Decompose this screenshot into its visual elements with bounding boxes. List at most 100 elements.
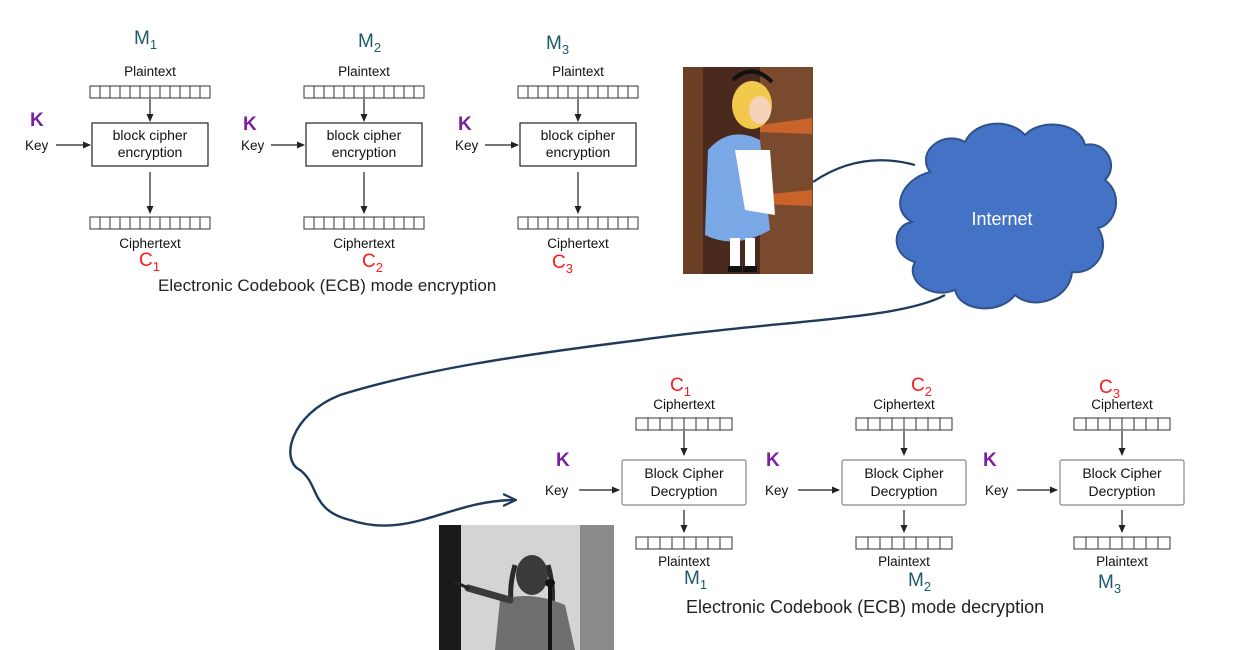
bit-cell	[1073, 536, 1087, 550]
bit-cell	[659, 536, 673, 550]
box-line-2: Decryption	[651, 483, 718, 499]
key-label: Key	[455, 138, 479, 153]
box-line-1: block cipher	[327, 127, 402, 143]
message-label: M1	[684, 568, 707, 592]
bit-cell	[695, 536, 709, 550]
key-symbol: K	[243, 114, 257, 135]
bit-cell	[1157, 417, 1171, 431]
bit-cell	[527, 216, 539, 230]
bit-cell	[517, 85, 529, 99]
bit-cell	[659, 417, 673, 431]
bit-cell	[353, 216, 365, 230]
bit-cell	[607, 216, 619, 230]
box-line-2: encryption	[118, 144, 183, 160]
bit-cell	[927, 536, 941, 550]
bit-cell	[119, 216, 131, 230]
bit-cell	[149, 85, 161, 99]
bit-cell	[879, 536, 893, 550]
cipher-label: C2	[911, 375, 932, 399]
ciphertext-bit-block	[517, 216, 639, 230]
bit-cell	[867, 417, 881, 431]
bit-cell	[363, 216, 375, 230]
bit-cell	[647, 417, 661, 431]
bit-cell	[343, 216, 355, 230]
plaintext-bit-block	[303, 85, 425, 99]
bit-cell	[159, 216, 171, 230]
key-label: Key	[545, 483, 569, 498]
bit-cell	[567, 85, 579, 99]
bit-cell	[179, 216, 191, 230]
plaintext-label: Plaintext	[658, 554, 710, 569]
bit-cell	[635, 417, 649, 431]
block-cipher-encryption-box	[519, 122, 637, 167]
bit-cell	[109, 216, 121, 230]
bit-cell	[303, 216, 315, 230]
box-line-1: Block Cipher	[1082, 465, 1162, 481]
box-line-1: Block Cipher	[644, 465, 724, 481]
bit-cell	[179, 85, 191, 99]
bit-cell	[1121, 417, 1135, 431]
bit-cell	[373, 85, 385, 99]
cipher-label: C3	[1099, 377, 1120, 401]
block-cipher-decryption-box	[841, 459, 967, 506]
box-line-2: Decryption	[871, 483, 938, 499]
bit-cell	[607, 85, 619, 99]
bit-cell	[129, 216, 141, 230]
decryption-block-2: C2 Ciphertext K Key Block Cipher Decrypt…	[765, 375, 967, 594]
bit-cell	[547, 216, 559, 230]
bit-cell	[323, 216, 335, 230]
bit-cell	[139, 85, 151, 99]
bit-cell	[915, 417, 929, 431]
plaintext-bit-block	[855, 536, 953, 550]
bit-cell	[683, 417, 697, 431]
plaintext-bit-block	[89, 85, 211, 99]
bit-cell	[855, 536, 869, 550]
bit-cell	[891, 417, 905, 431]
bit-cell	[671, 417, 685, 431]
bit-cell	[537, 85, 549, 99]
bit-cell	[627, 85, 639, 99]
encryption-block-1: M1 Plaintext K Key block cipher encrypti…	[25, 28, 211, 274]
bit-cell	[557, 85, 569, 99]
bit-cell	[413, 85, 425, 99]
bit-cell	[1073, 417, 1087, 431]
bit-cell	[707, 536, 721, 550]
bit-cell	[627, 216, 639, 230]
bit-cell	[903, 536, 917, 550]
bit-cell	[587, 216, 599, 230]
bit-cell	[313, 85, 325, 99]
bit-cell	[353, 85, 365, 99]
bit-cell	[855, 417, 869, 431]
key-symbol: K	[458, 114, 472, 135]
bit-cell	[695, 417, 709, 431]
key-symbol: K	[30, 110, 44, 131]
bit-cell	[159, 85, 171, 99]
bit-cell	[617, 216, 629, 230]
bit-cell	[343, 85, 355, 99]
bit-cell	[313, 216, 325, 230]
message-label: M1	[134, 28, 157, 52]
bit-cell	[537, 216, 549, 230]
cipher-label: C1	[670, 375, 691, 399]
bit-cell	[1145, 536, 1159, 550]
bit-cell	[527, 85, 539, 99]
bit-cell	[867, 536, 881, 550]
bit-cell	[915, 536, 929, 550]
block-cipher-encryption-box	[91, 122, 209, 167]
bit-cell	[303, 85, 315, 99]
bit-cell	[1157, 536, 1171, 550]
bit-cell	[169, 216, 181, 230]
plaintext-label: Plaintext	[124, 64, 176, 79]
bit-cell	[1145, 417, 1159, 431]
bit-cell	[683, 536, 697, 550]
bit-cell	[517, 216, 529, 230]
bit-cell	[1097, 417, 1111, 431]
internet-cloud: Internet	[895, 122, 1117, 310]
eavesdrop-connection-line	[812, 159, 916, 183]
ciphertext-label: Ciphertext	[119, 236, 181, 251]
ciphertext-bit-block	[1073, 417, 1171, 431]
bit-cell	[547, 85, 559, 99]
bit-cell	[109, 85, 121, 99]
plaintext-label: Plaintext	[1096, 554, 1148, 569]
